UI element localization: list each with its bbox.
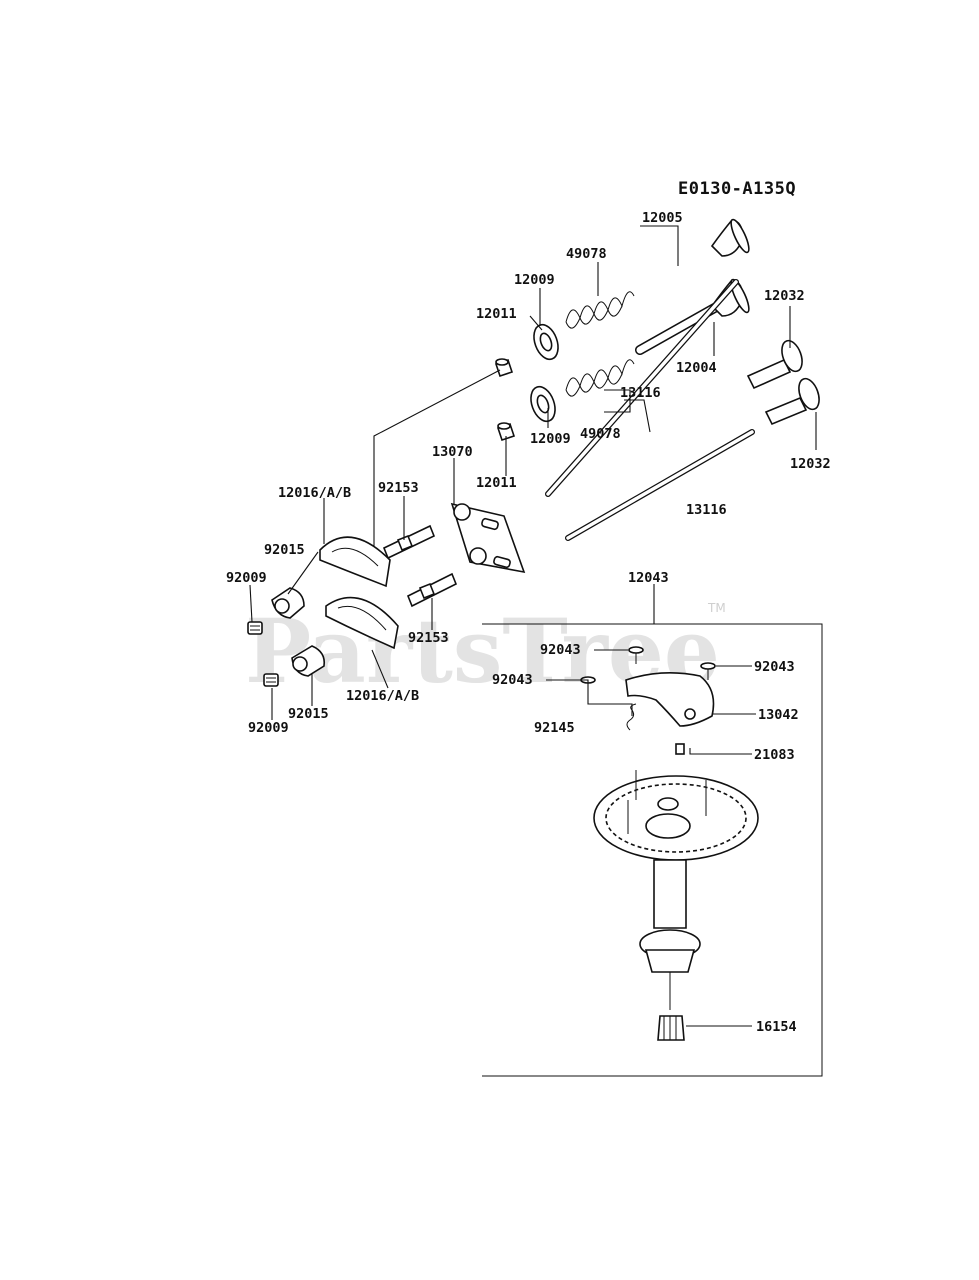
cam-gear[interactable] bbox=[593, 770, 759, 861]
valve-spring-49078-lower[interactable] bbox=[565, 359, 635, 397]
label-12011-lower[interactable]: 12011 bbox=[476, 475, 517, 491]
part-labels: 12005 49078 12009 12011 12032 12004 1311… bbox=[226, 210, 831, 1035]
label-49078-upper[interactable]: 49078 bbox=[566, 246, 607, 262]
label-13070[interactable]: 13070 bbox=[432, 444, 473, 460]
rivet-92043-b[interactable] bbox=[700, 662, 716, 680]
push-rod-13116-lower[interactable] bbox=[565, 429, 755, 541]
push-rod-guide-plate-13070[interactable] bbox=[450, 502, 526, 574]
label-92043-right[interactable]: 92043 bbox=[754, 659, 795, 675]
push-rod-13116-upper[interactable] bbox=[545, 279, 739, 497]
label-92153-upper[interactable]: 92153 bbox=[378, 480, 419, 496]
rocker-arm-12016-lower[interactable] bbox=[325, 596, 399, 650]
valve-12004[interactable] bbox=[635, 278, 752, 355]
label-13042[interactable]: 13042 bbox=[758, 707, 799, 723]
label-13116-upper[interactable]: 13116 bbox=[620, 385, 661, 401]
label-12011-upper[interactable]: 12011 bbox=[476, 306, 517, 322]
governor-sleeve-16154[interactable] bbox=[657, 1015, 685, 1041]
rocker-arm-12016-upper[interactable] bbox=[319, 536, 391, 588]
label-92009-upper[interactable]: 92009 bbox=[226, 570, 267, 586]
label-92145[interactable]: 92145 bbox=[534, 720, 575, 736]
label-12009-lower[interactable]: 12009 bbox=[530, 431, 571, 447]
valve-12005[interactable] bbox=[637, 218, 752, 293]
valve-spring-49078-upper[interactable] bbox=[565, 291, 635, 329]
tappet-12032-lower[interactable] bbox=[764, 376, 823, 426]
pivot-92015-upper[interactable] bbox=[271, 587, 305, 619]
label-16154[interactable]: 16154 bbox=[756, 1019, 797, 1035]
label-12009-upper[interactable]: 12009 bbox=[514, 272, 555, 288]
adjusting-screw-92009-lower[interactable] bbox=[263, 673, 279, 687]
stud-92153-upper[interactable] bbox=[382, 524, 436, 560]
label-12016-upper[interactable]: 12016/A/B bbox=[278, 485, 351, 501]
collet-12011-upper[interactable] bbox=[494, 358, 514, 378]
rivet-92043-a[interactable] bbox=[628, 646, 644, 664]
tappet-12032-upper[interactable] bbox=[746, 338, 806, 390]
pivot-92015-lower[interactable] bbox=[291, 645, 326, 677]
label-92153-lower[interactable]: 92153 bbox=[408, 630, 449, 646]
label-92015-upper[interactable]: 92015 bbox=[264, 542, 305, 558]
label-13116-lower[interactable]: 13116 bbox=[686, 502, 727, 518]
label-12043[interactable]: 12043 bbox=[628, 570, 669, 586]
label-12004[interactable]: 12004 bbox=[676, 360, 717, 376]
retainer-12009-upper[interactable] bbox=[530, 321, 563, 362]
label-21083[interactable]: 21083 bbox=[754, 747, 795, 763]
spring-92145[interactable] bbox=[626, 703, 637, 731]
label-12016-lower[interactable]: 12016/A/B bbox=[346, 688, 419, 704]
leader-lines bbox=[249, 225, 817, 1027]
weight-plate-13042[interactable] bbox=[625, 672, 715, 727]
retainer-12009-lower[interactable] bbox=[527, 383, 560, 424]
label-49078-lower[interactable]: 49078 bbox=[580, 426, 621, 442]
label-12032-upper[interactable]: 12032 bbox=[764, 288, 805, 304]
pin-21083[interactable] bbox=[675, 743, 685, 755]
watermark-trademark: TM bbox=[707, 601, 726, 615]
adjusting-screw-92009-upper[interactable] bbox=[247, 621, 263, 635]
stud-92153-lower[interactable] bbox=[406, 572, 458, 608]
label-92015-lower[interactable]: 92015 bbox=[288, 706, 329, 722]
collet-12011-lower[interactable] bbox=[496, 422, 516, 442]
label-92009-lower[interactable]: 92009 bbox=[248, 720, 289, 736]
label-12032-lower[interactable]: 12032 bbox=[790, 456, 831, 472]
diagram-code: E0130-A135Q bbox=[678, 179, 796, 199]
label-92043-left[interactable]: 92043 bbox=[492, 672, 533, 688]
label-12005[interactable]: 12005 bbox=[642, 210, 683, 226]
camshaft[interactable] bbox=[639, 859, 701, 1010]
camshaft-assembly-box bbox=[482, 623, 823, 1077]
label-92043-top-left[interactable]: 92043 bbox=[540, 642, 581, 658]
